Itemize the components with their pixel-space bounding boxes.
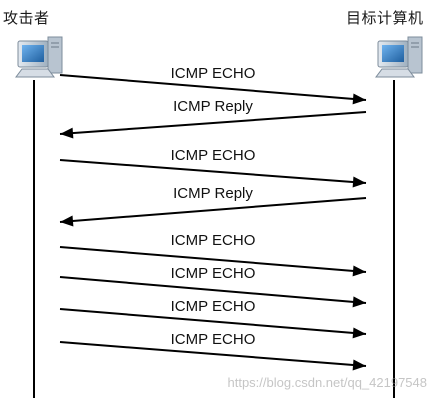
arrowhead-icon <box>352 359 366 371</box>
message-label: ICMP Reply <box>173 185 253 202</box>
arrowhead-icon <box>352 265 366 277</box>
message-5: ICMP ECHO <box>59 232 367 277</box>
arrowhead-icon <box>352 327 366 339</box>
message-7: ICMP ECHO <box>59 298 367 339</box>
message-arrow-line <box>59 276 367 304</box>
message-arrow-line <box>59 246 367 273</box>
watermark-text: https://blog.csdn.net/qq_42197548 <box>227 375 428 390</box>
message-4: ICMP Reply <box>59 185 367 227</box>
attacker-label: 攻击者 <box>3 9 50 27</box>
message-label: ICMP ECHO <box>171 147 256 164</box>
arrowhead-icon <box>352 93 366 105</box>
message-label: ICMP ECHO <box>171 298 256 315</box>
message-1: ICMP ECHO <box>59 65 367 105</box>
message-arrow-line <box>59 308 367 335</box>
target-label: 目标计算机 <box>346 9 424 27</box>
message-label: ICMP ECHO <box>171 232 256 249</box>
message-label: ICMP ECHO <box>171 265 256 282</box>
computer-icon <box>375 36 423 78</box>
message-label: ICMP Reply <box>173 98 253 115</box>
computer-icon <box>15 36 63 78</box>
message-label: ICMP ECHO <box>171 331 256 348</box>
message-3: ICMP ECHO <box>59 147 367 188</box>
arrowhead-icon <box>60 215 74 227</box>
message-arrow-line <box>59 341 367 367</box>
message-8: ICMP ECHO <box>59 331 367 371</box>
message-arrow-line <box>59 159 367 184</box>
arrowhead-icon <box>352 296 366 308</box>
message-arrow-line <box>59 111 367 135</box>
message-2: ICMP Reply <box>59 98 367 139</box>
message-arrow-line <box>59 74 367 101</box>
message-label: ICMP ECHO <box>171 65 256 82</box>
arrowhead-icon <box>60 127 74 139</box>
message-6: ICMP ECHO <box>59 265 367 308</box>
message-arrow-line <box>59 197 367 223</box>
arrowhead-icon <box>352 176 366 188</box>
